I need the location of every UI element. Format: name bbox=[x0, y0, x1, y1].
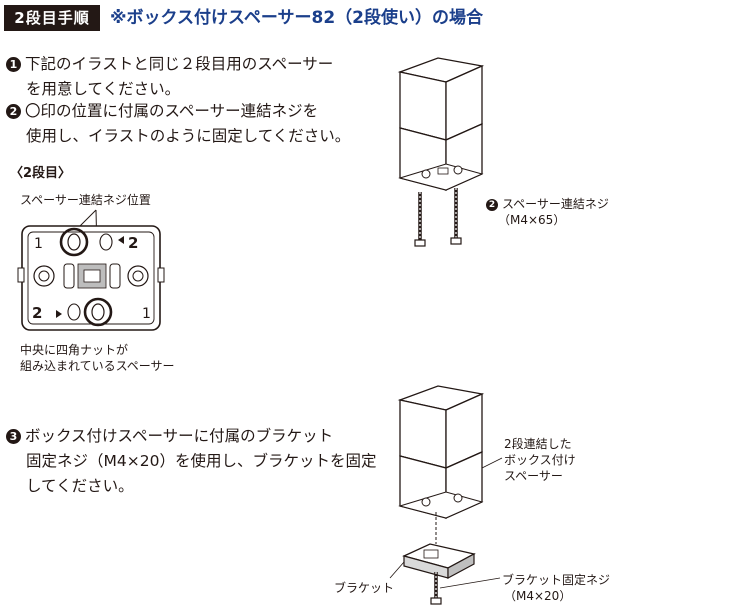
instruction-3-line-2: 固定ネジ（M4×20）を使用し、ブラケットを固定 bbox=[26, 452, 377, 470]
bracket-assembly-diagram bbox=[389, 385, 503, 605]
step-number-1: 1 bbox=[6, 57, 21, 72]
stacked-spacer-box-diagram bbox=[397, 57, 485, 247]
connecting-screw-callout: 2 スペーサー連結ネジ （M4×65） bbox=[486, 196, 609, 228]
mark-bottom-right: 1 bbox=[142, 306, 151, 322]
step-number-3: 3 bbox=[6, 429, 21, 444]
mark-bottom-left: 2 bbox=[32, 304, 42, 322]
instruction-3: 3 ボックス付けスペーサーに付属のブラケット 固定ネジ（M4×20）を使用し、ブラ… bbox=[6, 424, 376, 499]
section-label-second-tier: 〈2段目〉 bbox=[10, 166, 72, 181]
instruction-2-line-1: 〇印の位置に付属のスペーサー連結ネジを bbox=[25, 102, 319, 120]
stacked-spacer-label-line-1: 2段連結した bbox=[504, 437, 572, 451]
bracket-label: ブラケット bbox=[334, 581, 395, 595]
instruction-1-line-1: 下記のイラストと同じ２段目用のスペーサー bbox=[25, 55, 334, 73]
bracket-screw-label-line-1: ブラケット固定ネジ bbox=[502, 573, 611, 587]
nut-label: 中央に四角ナットが 組み込まれているスペーサー bbox=[20, 342, 175, 374]
connecting-screw-label: スペーサー連結ネジ bbox=[502, 197, 609, 211]
nut-label-line-2: 組み込まれているスペーサー bbox=[20, 359, 175, 373]
stacked-spacer-label: 2段連結した ボックス付け スペーサー bbox=[504, 436, 576, 484]
instruction-3-line-1: ボックス付けスペーサーに付属のブラケット bbox=[25, 427, 334, 445]
step-title: ※ボックス付けスペーサー82（2段使い）の場合 bbox=[110, 8, 483, 28]
stacked-spacer-label-line-3: スペーサー bbox=[504, 469, 563, 483]
instruction-2: 2 〇印の位置に付属のスペーサー連結ネジを 使用し、イラストのように固定してくださ… bbox=[6, 99, 350, 149]
nut-label-line-1: 中央に四角ナットが bbox=[20, 343, 129, 357]
instruction-1-line-2: を用意してください。 bbox=[26, 80, 181, 98]
bracket-screw-label: ブラケット固定ネジ （M4×20） bbox=[502, 572, 610, 604]
connecting-screw-size: （M4×65） bbox=[498, 213, 566, 227]
step-badge: 2段目手順 bbox=[4, 5, 100, 31]
instruction-2-line-2: 使用し、イラストのように固定してください。 bbox=[26, 127, 351, 145]
stacked-spacer-label-line-2: ボックス付け bbox=[504, 453, 576, 467]
spacer-top-view-diagram: 1 2 2 1 bbox=[17, 209, 165, 331]
bracket-screw-label-line-2: （M4×20） bbox=[504, 589, 572, 603]
callout-number-2: 2 bbox=[486, 199, 498, 211]
instruction-3-line-3: してください。 bbox=[26, 477, 134, 495]
screw-position-label: スペーサー連結ネジ位置 bbox=[20, 193, 151, 207]
mark-top-right: 2 bbox=[128, 234, 138, 252]
step-number-2: 2 bbox=[6, 104, 21, 119]
instruction-1: 1 下記のイラストと同じ２段目用のスペーサー を用意してください。 bbox=[6, 52, 333, 102]
mark-top-left: 1 bbox=[34, 236, 43, 252]
